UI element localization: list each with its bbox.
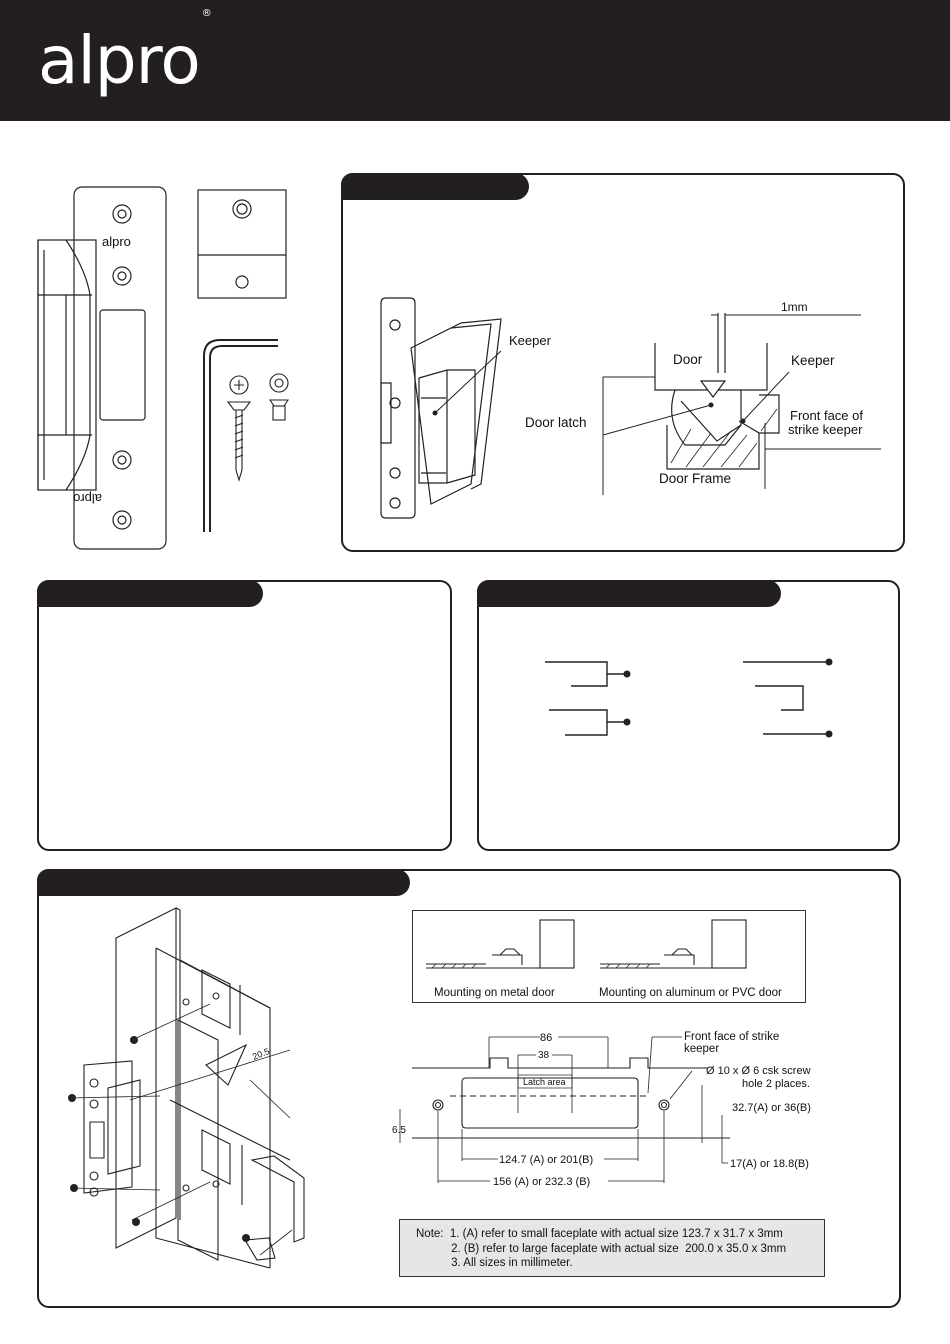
faceplate-brand-top: alpro: [102, 234, 131, 249]
keeper-label-2: Keeper: [791, 353, 835, 368]
registered-mark: ®: [201, 8, 212, 19]
settings-panel: [37, 580, 452, 851]
front-face-line1: Front face of: [790, 408, 863, 423]
door-latch-label: Door latch: [525, 415, 587, 430]
alu-door-label: Mounting on aluminum or PVC door: [599, 987, 782, 999]
front-face-line2: strike keeper: [788, 422, 863, 437]
wiring-diagram: [545, 658, 833, 738]
front-face-dim-line2: keeper: [684, 1043, 719, 1055]
dimension-drawing: 86 38 Latch area Front face of strike ke…: [392, 1031, 811, 1188]
note-line-1: Note: 1. (A) refer to small faceplate wi…: [416, 1228, 783, 1240]
gap-label: 1mm: [781, 300, 808, 314]
dim-6-5: 6.5: [392, 1125, 406, 1136]
panel-header-tab: [341, 173, 529, 200]
section-hatching: [670, 408, 778, 468]
keeper-diagram: Keeper 1mm Door Keeper Door latch Front …: [380, 297, 881, 519]
header-bar: alpro®: [0, 0, 950, 121]
metal-door-label: Mounting on metal door: [434, 987, 555, 999]
keeper-detail-panel: [341, 173, 905, 552]
screw-hole-line1: Ø 10 x Ø 6 csk screw: [706, 1065, 811, 1077]
faceplate-drawing: [37, 186, 167, 550]
wiring-panel: [477, 580, 900, 851]
strike-illustration: [380, 297, 502, 519]
panel-header-tab: [37, 869, 410, 896]
panel-header-tab: [37, 580, 263, 607]
panel-header-tab: [477, 580, 781, 607]
screw-hole-line2: hole 2 places.: [742, 1078, 810, 1090]
door-frame-label: Door Frame: [659, 471, 731, 486]
section-view: [654, 313, 780, 470]
dim-38: 38: [538, 1050, 550, 1061]
front-face-dim-line1: Front face of strike: [684, 1031, 779, 1043]
dim-height: 32.7(A) or 36(B): [732, 1102, 811, 1114]
note-line-3: 3. All sizes in millimeter.: [416, 1257, 573, 1269]
dim-86: 86: [540, 1032, 552, 1044]
faceplate-brand-bottom: alpro: [73, 491, 102, 506]
note-line-2: 2. (B) refer to large faceplate with act…: [416, 1242, 787, 1255]
allen-key-drawing: [203, 339, 278, 532]
mounting-types-box: [412, 910, 806, 1003]
dimension-note: Note: 1. (A) refer to small faceplate wi…: [399, 1219, 825, 1277]
keeper-label: Keeper: [509, 333, 552, 348]
logo-text: alpro: [38, 22, 201, 99]
exploded-installation-view: 20.5: [68, 907, 305, 1269]
brand-logo: alpro®: [38, 9, 212, 94]
dim-outer-length: 156 (A) or 232.3 (B): [493, 1176, 590, 1188]
mounting-types-diagram: Mounting on metal door Mounting on alumi…: [426, 919, 782, 999]
spacer-block-drawing: [197, 189, 287, 299]
dim-inner-length: 124.7 (A) or 201(B): [499, 1154, 593, 1166]
latch-area-label: Latch area: [523, 1077, 566, 1087]
dim-depth: 17(A) or 18.8(B): [730, 1158, 809, 1170]
screw-drawings: [226, 373, 290, 482]
door-label: Door: [673, 352, 703, 367]
product-illustrations: alpro alpro: [37, 186, 290, 550]
